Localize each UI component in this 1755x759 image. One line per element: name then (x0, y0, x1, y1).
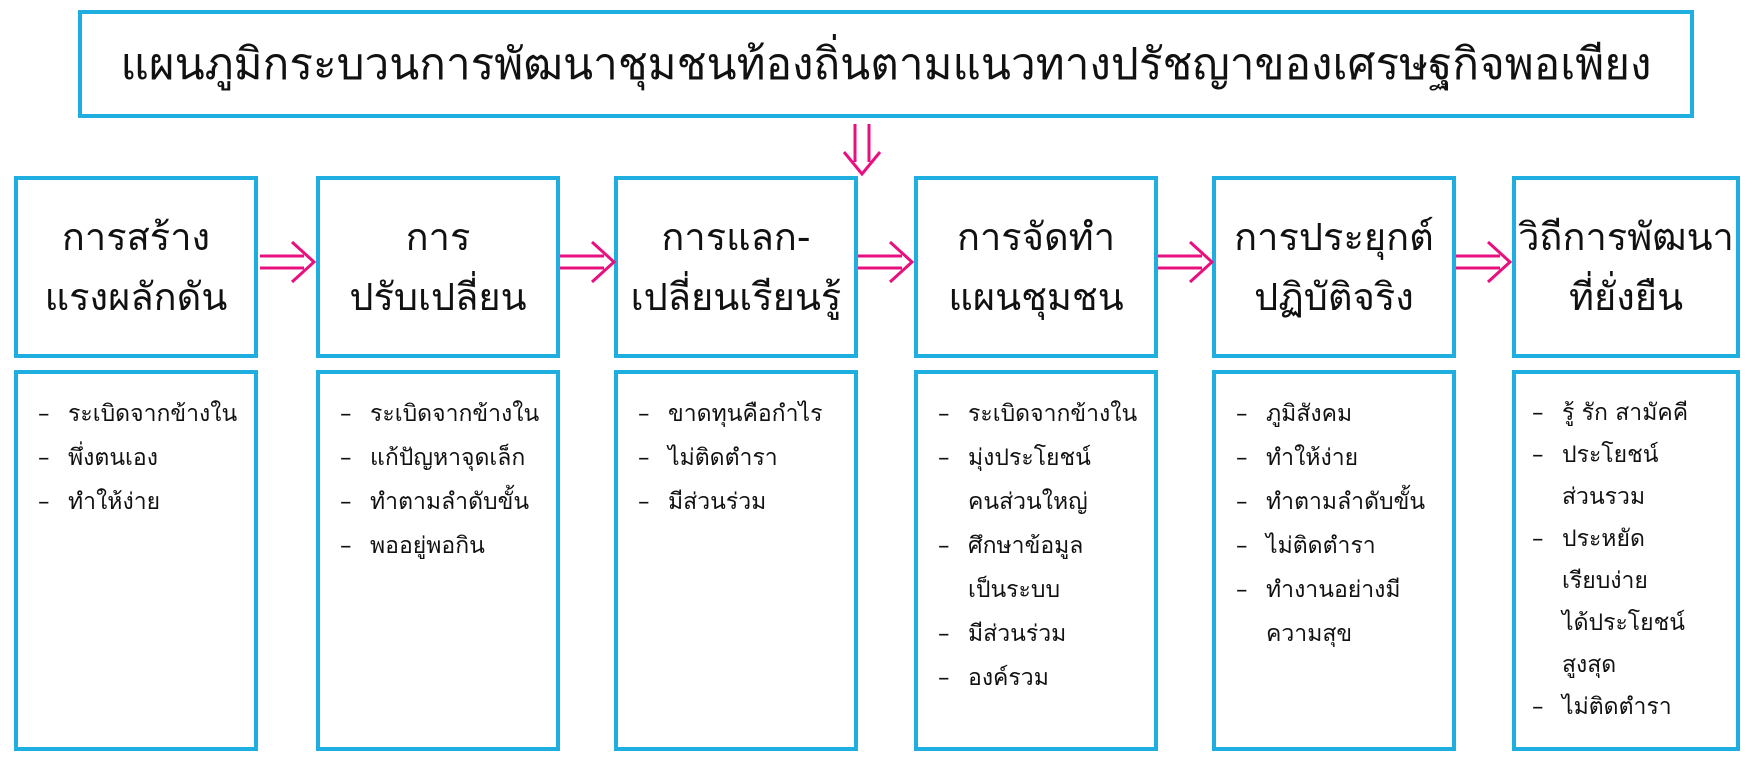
detail-item: ศึกษาข้อมูล (938, 524, 1144, 568)
detail-list: รู้ รัก สามัคคี ประโยชน์ ส่วนรวม ประหยัด… (1532, 392, 1726, 728)
detail-item-continuation: สูงสุด (1562, 652, 1617, 678)
detail-item-continuation: ได้ประโยชน์ (1562, 610, 1685, 636)
chart-title-box: แผนภูมิกระบวนการพัฒนาชุมชนท้องถิ่นตามแนว… (78, 10, 1694, 118)
stage-label: ปฏิบัติจริง (1254, 275, 1414, 319)
detail-item: แก้ปัญหาจุดเล็ก (340, 436, 546, 480)
detail-item: ทำให้ง่าย (38, 480, 244, 524)
stage-label: การประยุกต์ (1234, 215, 1434, 259)
detail-item-continuation: เป็นระบบ (968, 577, 1061, 603)
detail-item-continuation: คนส่วนใหญ่ (968, 489, 1088, 515)
detail-item: ทำตามลำดับขั้น (340, 480, 546, 524)
detail-box-3: ขาดทุนคือกำไร ไม่ติดตำรา มีส่วนร่วม (614, 370, 858, 751)
stage-box-5: การประยุกต์ ปฏิบัติจริง (1212, 176, 1456, 358)
double-right-arrow-icon (1456, 240, 1513, 284)
detail-item-continuation: ความสุข (1266, 621, 1353, 647)
detail-box-2: ระเบิดจากข้างใน แก้ปัญหาจุดเล็ก ทำตามลำด… (316, 370, 560, 751)
detail-list: ขาดทุนคือกำไร ไม่ติดตำรา มีส่วนร่วม (638, 392, 844, 524)
detail-item: พออยู่พอกิน (340, 524, 546, 568)
double-right-arrow-icon (260, 240, 317, 284)
detail-item: ระเบิดจากข้างใน (340, 392, 546, 436)
stage-box-6: วิถีการพัฒนา ที่ยั่งยืน (1512, 176, 1740, 358)
detail-item: ไม่ติดตำรา (638, 436, 844, 480)
stage-box-1: การสร้าง แรงผลักดัน (14, 176, 258, 358)
stage-label: การ (405, 215, 471, 259)
detail-list: ภูมิสังคม ทำให้ง่าย ทำตามลำดับขั้น ไม่ติ… (1236, 392, 1442, 656)
stage-label: วิถีการพัฒนา (1518, 215, 1734, 259)
detail-box-6: รู้ รัก สามัคคี ประโยชน์ ส่วนรวม ประหยัด… (1512, 370, 1740, 751)
stage-box-2: การ ปรับเปลี่ยน (316, 176, 560, 358)
stage-box-4: การจัดทำ แผนชุมชน (914, 176, 1158, 358)
stage-label: การจัดทำ (956, 215, 1116, 259)
detail-item: ประโยชน์ (1532, 434, 1726, 476)
double-right-arrow-icon (560, 240, 617, 284)
stage-box-3: การแลก- เปลี่ยนเรียนรู้ (614, 176, 858, 358)
detail-box-1: ระเบิดจากข้างใน พึ่งตนเอง ทำให้ง่าย (14, 370, 258, 751)
double-right-arrow-icon (858, 240, 915, 284)
detail-item: ทำงานอย่างมี (1236, 568, 1442, 612)
detail-item: ภูมิสังคม (1236, 392, 1442, 436)
detail-item: มุ่งประโยชน์ (938, 436, 1144, 480)
detail-item: ประหยัด (1532, 518, 1726, 560)
detail-item-continuation: เรียบง่าย (1562, 568, 1648, 594)
detail-box-5: ภูมิสังคม ทำให้ง่าย ทำตามลำดับขั้น ไม่ติ… (1212, 370, 1456, 751)
detail-item: ระเบิดจากข้างใน (38, 392, 244, 436)
stage-label: ที่ยั่งยืน (1568, 275, 1684, 319)
detail-item: มีส่วนร่วม (938, 612, 1144, 656)
detail-item: ขาดทุนคือกำไร (638, 392, 844, 436)
stage-label: ปรับเปลี่ยน (349, 275, 527, 319)
stage-label: แรงผลักดัน (44, 275, 228, 319)
detail-item: ระเบิดจากข้างใน (938, 392, 1144, 436)
detail-item: ไม่ติดตำรา (1532, 686, 1726, 728)
detail-item: ไม่ติดตำรา (1236, 524, 1442, 568)
detail-item: ทำตามลำดับขั้น (1236, 480, 1442, 524)
detail-list: ระเบิดจากข้างใน มุ่งประโยชน์ คนส่วนใหญ่ … (938, 392, 1144, 700)
double-right-arrow-icon (1158, 240, 1215, 284)
stage-label: การสร้าง (61, 215, 211, 259)
stage-label: แผนชุมชน (948, 275, 1124, 319)
detail-item: รู้ รัก สามัคคี (1532, 392, 1726, 434)
detail-item: มีส่วนร่วม (638, 480, 844, 524)
detail-box-4: ระเบิดจากข้างใน มุ่งประโยชน์ คนส่วนใหญ่ … (914, 370, 1158, 751)
detail-list: ระเบิดจากข้างใน พึ่งตนเอง ทำให้ง่าย (38, 392, 244, 524)
double-down-arrow-icon (842, 124, 882, 177)
detail-item-continuation: ส่วนรวม (1562, 484, 1646, 510)
stage-label: เปลี่ยนเรียนรู้ (630, 275, 842, 319)
stage-label: การแลก- (661, 215, 811, 259)
detail-item: องค์รวม (938, 656, 1144, 700)
detail-list: ระเบิดจากข้างใน แก้ปัญหาจุดเล็ก ทำตามลำด… (340, 392, 546, 568)
detail-item: ทำให้ง่าย (1236, 436, 1442, 480)
chart-title: แผนภูมิกระบวนการพัฒนาชุมชนท้องถิ่นตามแนว… (120, 39, 1652, 90)
detail-item: พึ่งตนเอง (38, 436, 244, 480)
